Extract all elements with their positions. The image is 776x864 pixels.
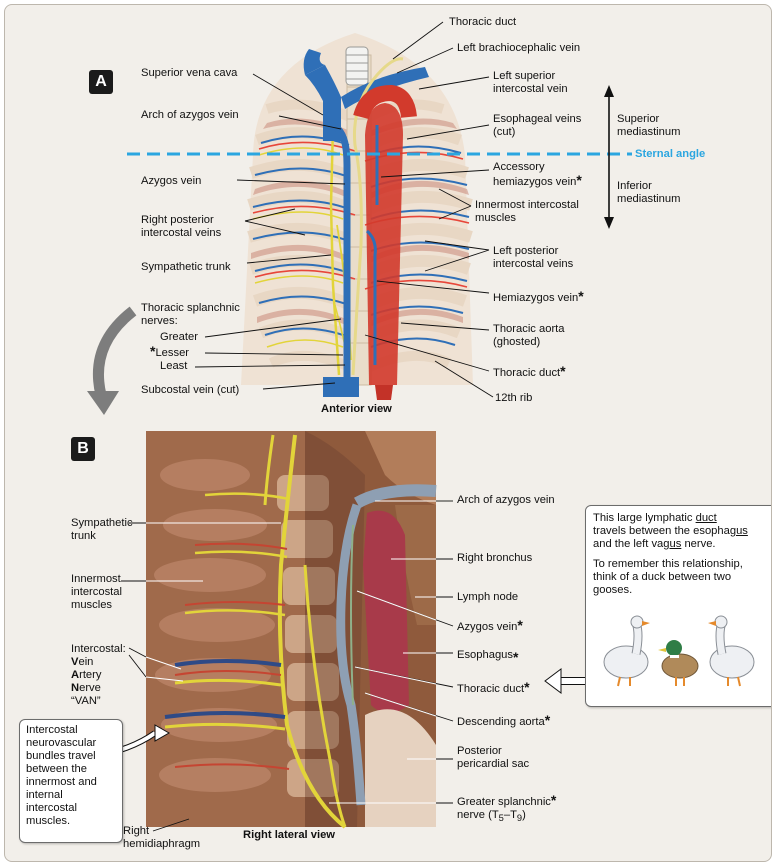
label-accessory-hemiazygos-vein: Accessory hemiazygos vein*: [493, 161, 582, 188]
label-hemiazygos-vein: Hemiazygos vein*: [493, 288, 584, 304]
sympathetic-trunk-b: [277, 434, 347, 829]
azygos-vein-b: [336, 503, 366, 806]
label-posterior-pericardial-sac: Posterior pericardial sac: [457, 745, 530, 770]
label-left-posterior-intercostal-veins: Left posterior intercostal veins: [493, 245, 574, 270]
asterisk-mark: *: [576, 172, 582, 188]
leader-lines-b: [145, 522, 281, 582]
label-arch-of-azygos-vein-a: Arch of azygos vein: [141, 109, 239, 121]
asterisk-mark: *: [150, 343, 156, 359]
panel-b-photo: [108, 431, 589, 832]
label-esophageal-veins: Esophageal veins (cut): [493, 113, 582, 138]
figure-frame: A: [4, 4, 772, 862]
asterisk-mark: *: [512, 649, 519, 665]
goose-right-icon: [708, 615, 755, 687]
label-least-splanchnic-a: Least: [160, 360, 188, 372]
label-innermost-intercostal-muscles-b: Innermost intercostal muscles: [71, 573, 122, 611]
label-lesser-splanchnic-a: *Lesser: [150, 343, 190, 359]
arch-of-azygos-b: [354, 484, 437, 509]
panel-a-badge: A: [89, 70, 113, 94]
label-left-superior-intercostal-vein: Left superior intercostal vein: [493, 70, 568, 95]
hemiazygos-vein-a: [365, 229, 377, 365]
label-subcostal-vein: Subcostal vein (cut): [141, 384, 240, 396]
label-thoracic-splanchnic-nerves: Thoracic splanchnic nerves:: [141, 302, 240, 327]
label-lymph-node: Lymph node: [457, 591, 519, 603]
greater-splanchnic-b: [303, 564, 347, 828]
label-azygos-vein-b: Azygos vein*: [457, 617, 523, 633]
label-superior-vena-cava: Superior vena cava: [141, 67, 238, 79]
asterisk-mark: *: [517, 617, 523, 633]
thoracic-duct-a: [351, 57, 404, 376]
asterisk-mark: *: [578, 288, 584, 304]
note-neurovascular-bundles: Intercostal neurovascular bundles travel…: [19, 719, 123, 843]
asterisk-mark: *: [560, 363, 566, 379]
label-esophagus-b: Esophagus*: [457, 649, 519, 665]
duck-icon: [658, 640, 699, 686]
esophagus-b: [363, 510, 409, 713]
label-greater-splanchnic-a: Greater: [160, 331, 198, 343]
superior-vena-cava: [305, 65, 341, 141]
caption-right-lateral-view: Right lateral view: [243, 829, 336, 841]
label-left-brachiocephalic-vein: Left brachiocephalic vein: [457, 42, 581, 54]
label-intercostal-van: Intercostal: Vein Artery Nerve “VAN”: [71, 643, 126, 707]
pericardial-sac-b: [365, 709, 436, 827]
label-innermost-intercostal-muscles-a: Innermost intercostal muscles: [475, 199, 579, 224]
caption-anterior-view: Anterior view: [321, 403, 392, 415]
ribs-b: [154, 459, 277, 792]
goose-left-icon: [603, 615, 650, 687]
aortic-arch: [353, 84, 417, 120]
label-thoracic-duct-bottom: Thoracic duct*: [493, 363, 566, 379]
label-sternal-angle: Sternal angle: [635, 148, 706, 160]
label-sympathetic-trunk-a: Sympathetic trunk: [141, 261, 231, 273]
aorta-cut: [375, 385, 393, 400]
sympathetic-trunk-a: [329, 124, 341, 376]
panel-b-badge: B: [71, 437, 95, 461]
asterisk-mark: *: [550, 792, 557, 808]
label-arch-of-azygos-vein-b: Arch of azygos vein: [457, 494, 555, 506]
thoracic-duct-b: [350, 524, 354, 706]
leader-lines-a: [194, 21, 494, 398]
label-12th-rib: 12th rib: [495, 392, 533, 404]
label-right-hemidiaphragm: Right hemidiaphragm: [123, 825, 201, 850]
panel-a-illustration: [87, 21, 632, 415]
label-sympathetic-trunk-b: Sympathetic trunk: [71, 517, 133, 542]
label-right-posterior-intercostal-veins: Right posterior intercostal veins: [141, 214, 222, 239]
note-duck-mnemonic: This large lymphatic duct travels betwee…: [585, 505, 771, 707]
ivc-stub: [323, 377, 359, 397]
label-thoracic-aorta: Thoracic aorta (ghosted): [493, 323, 565, 348]
label-right-bronchus: Right bronchus: [457, 552, 533, 564]
label-descending-aorta: Descending aorta*: [457, 712, 551, 728]
intercostal-vans-b: [164, 492, 290, 770]
vertebral-bodies-b: [277, 475, 339, 797]
duck-between-geese-illustration: [603, 615, 755, 687]
asterisk-mark: *: [544, 712, 551, 728]
panel-transition-arrow: [92, 306, 137, 397]
trachea-stub: [345, 46, 369, 86]
label-thoracic-duct-top: Thoracic duct: [449, 16, 517, 28]
label-greater-splanchnic-nerve-b: Greater splanchnic* nerve (T5–T9): [457, 792, 557, 824]
label-thoracic-duct-b: Thoracic duct*: [457, 679, 530, 695]
asterisk-mark: *: [524, 679, 530, 695]
label-superior-mediastinum: Superior mediastinum: [617, 113, 681, 138]
label-azygos-vein-a: Azygos vein: [141, 175, 202, 187]
label-inferior-mediastinum: Inferior mediastinum: [617, 180, 681, 205]
